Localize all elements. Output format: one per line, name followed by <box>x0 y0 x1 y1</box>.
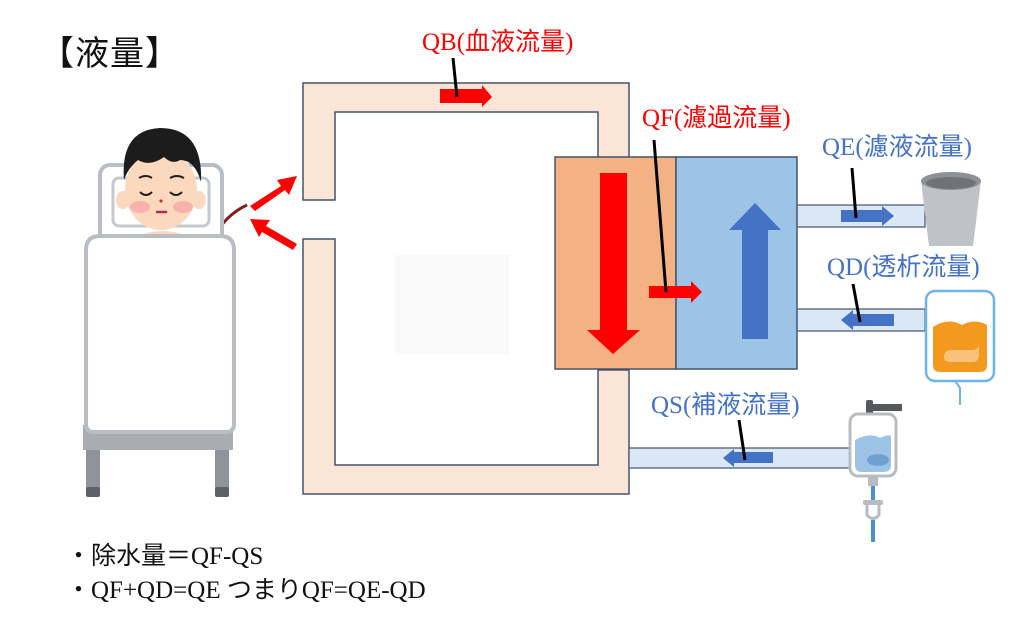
blood-flow-down-arrow <box>587 173 640 354</box>
qs-leader-line <box>737 419 747 461</box>
qf-arrow <box>649 281 702 303</box>
dialysate-flow-up-arrow <box>729 203 781 339</box>
qf-leader-line <box>652 139 668 293</box>
note-water-removal: ・除水量＝QF-QS <box>66 543 264 570</box>
qd-leader-line <box>851 283 862 323</box>
blood-circuit-pipe-return <box>302 238 630 495</box>
qs-arrow <box>723 449 773 467</box>
blood-out-arrow <box>250 176 297 211</box>
page-title: 【液量】 <box>40 36 180 73</box>
qs-label: QS(補液流量) <box>651 392 800 419</box>
qb-arrow <box>440 85 492 107</box>
blood-circuit-pipe <box>302 82 630 201</box>
dialysate-chamber <box>675 156 798 370</box>
qe-leader-line <box>850 167 858 219</box>
note-flow-balance: ・QF+QD=QE つまりQF=QE-QD <box>66 577 426 604</box>
dialysate-bag-illustration <box>924 289 996 405</box>
formula-notes: ・除水量＝QF-QS ・QF+QD=QE つまりQF=QE-QD <box>66 540 426 608</box>
watermark-illustration <box>395 255 510 355</box>
blood-return-arrow <box>250 219 297 250</box>
qd-label: QD(透析流量) <box>827 254 980 281</box>
filtrate-cup-illustration <box>921 172 981 246</box>
patient-illustration <box>83 128 236 497</box>
qb-leader-line <box>451 57 459 98</box>
qb-label: QB(血液流量) <box>422 29 574 56</box>
qe-label: QE(濾液流量) <box>822 134 972 161</box>
qd-arrow <box>841 310 894 330</box>
qf-label: QF(濾過流量) <box>642 105 791 132</box>
replacement-fluid-bag-illustration <box>848 400 902 542</box>
